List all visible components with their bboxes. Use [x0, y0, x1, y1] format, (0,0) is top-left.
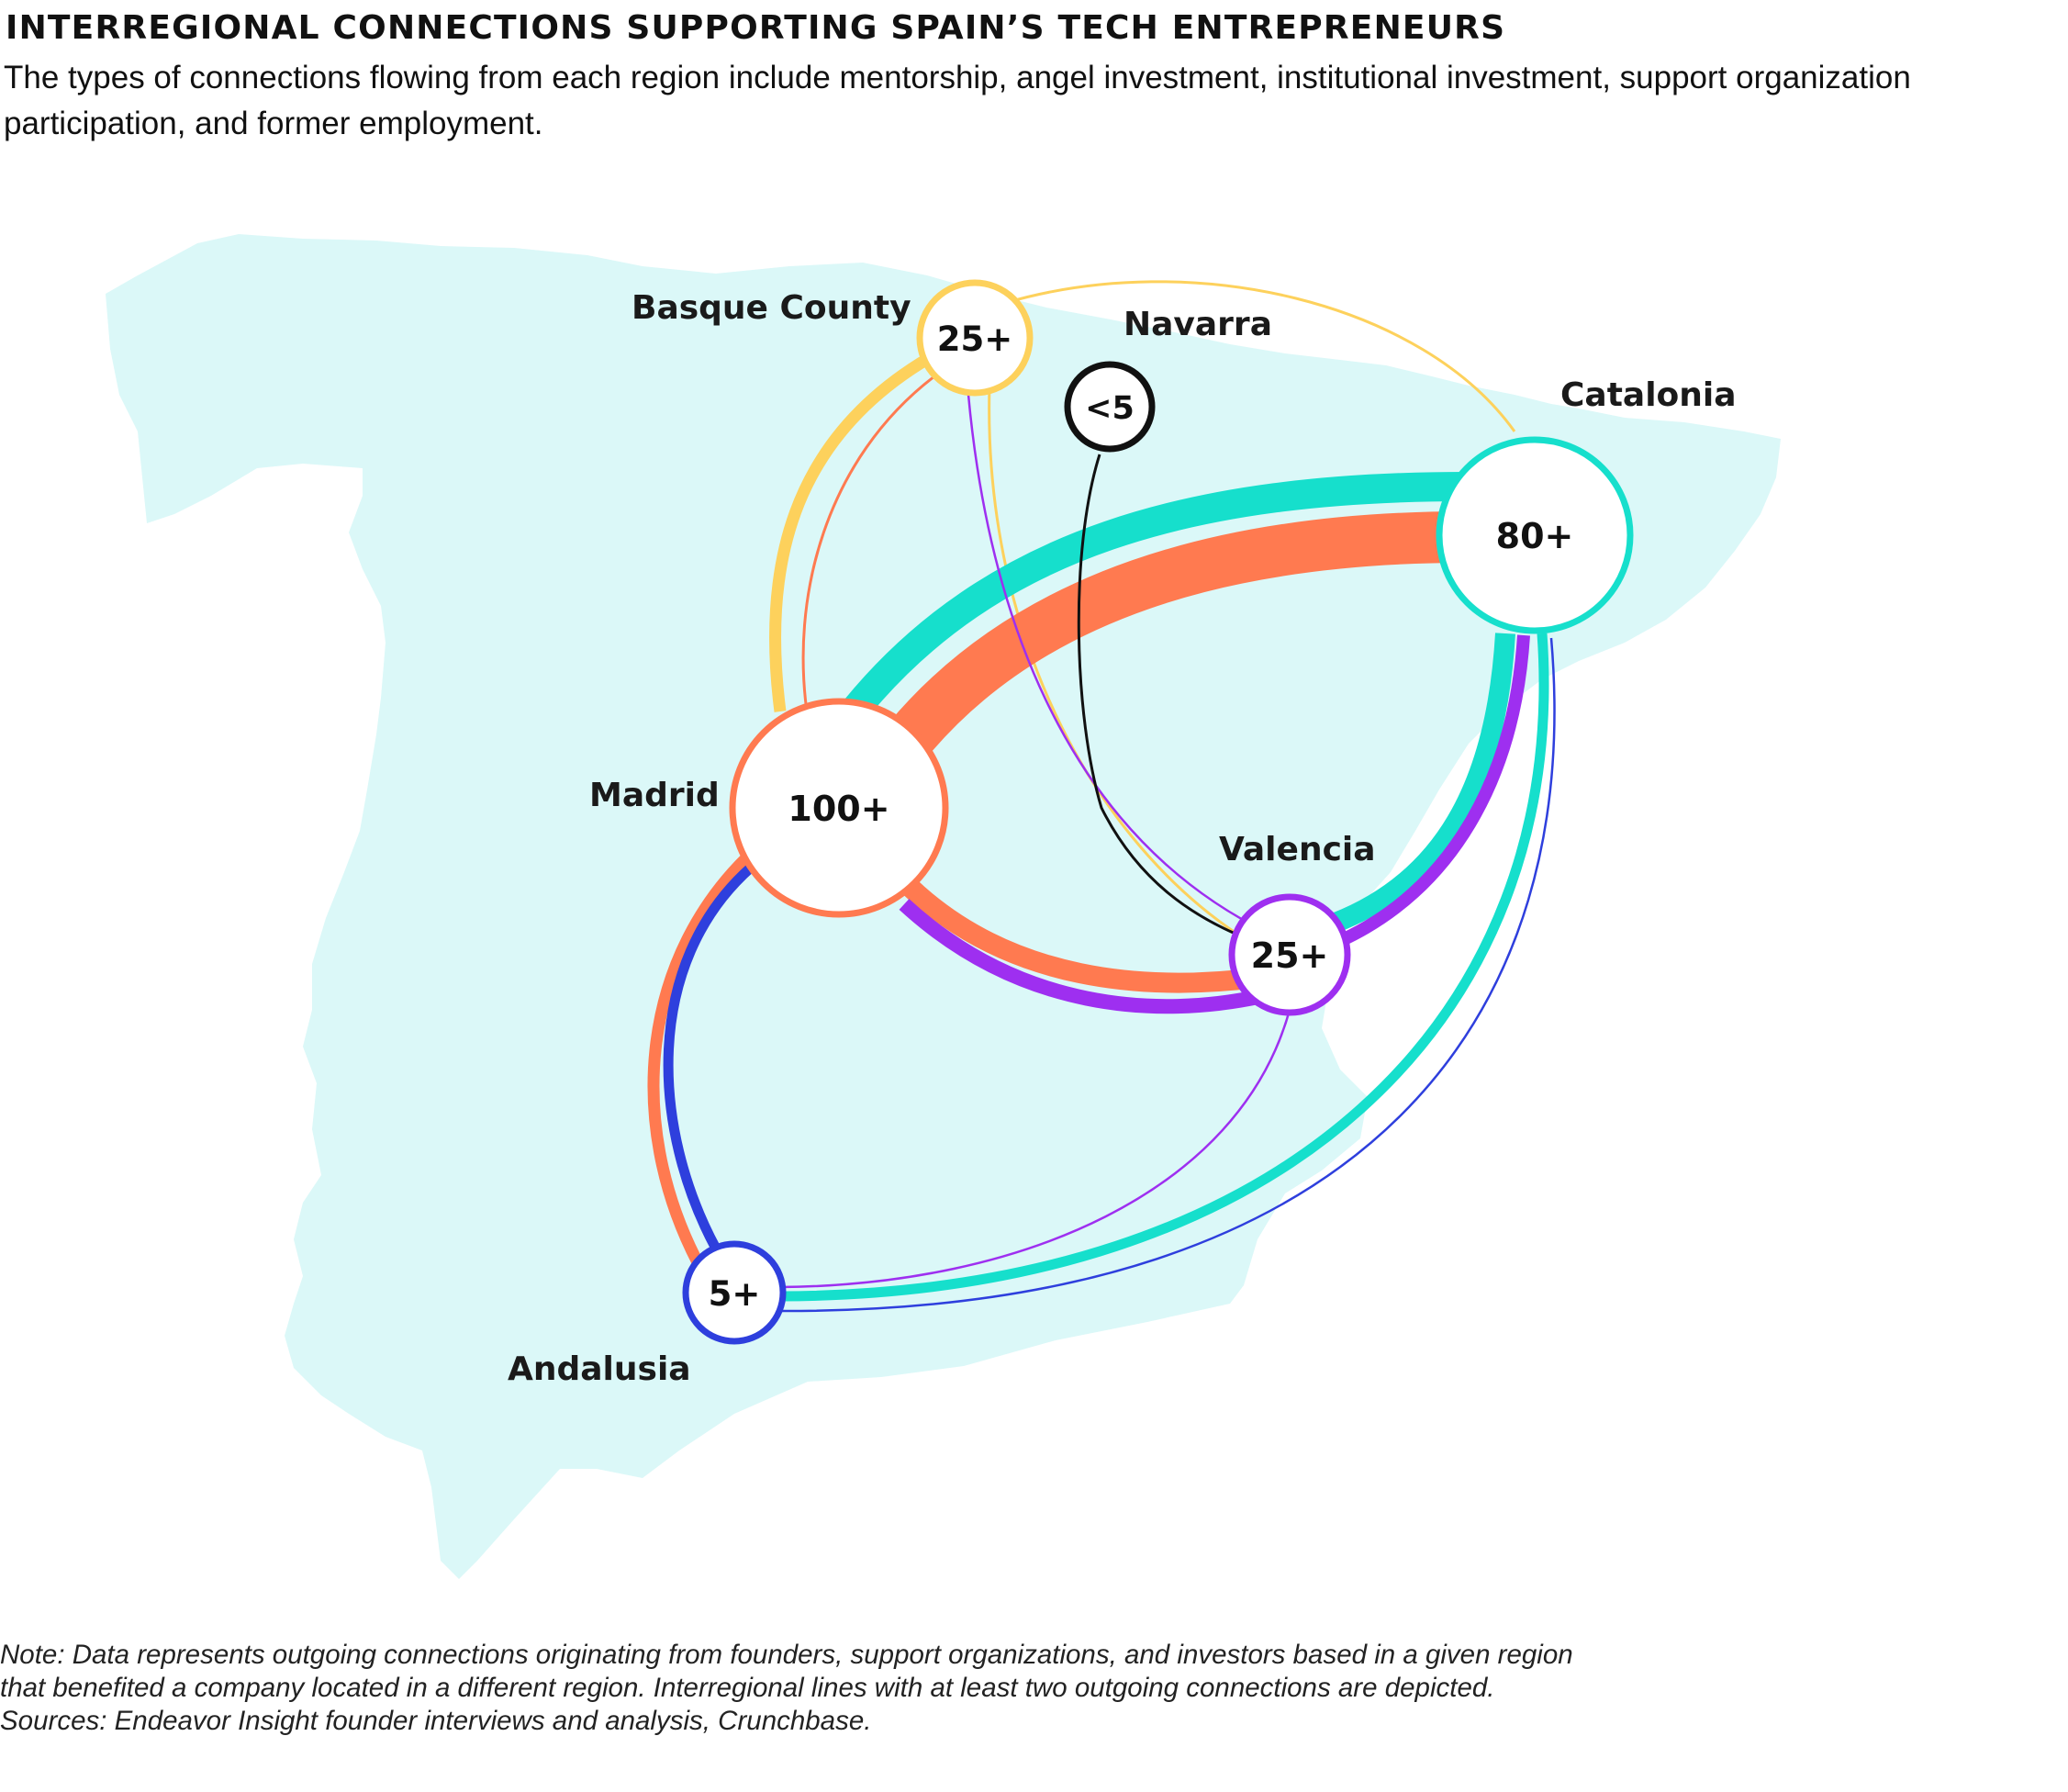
connection-andalusia-madrid	[663, 863, 755, 1251]
label-madrid: Madrid	[589, 777, 720, 814]
connection-valencia-catalonia	[1337, 634, 1530, 947]
connection-catalonia-madrid	[842, 472, 1468, 722]
connection-map: 25+ <5 80+ 100+ 25+ 5+ Basque County Nav…	[106, 234, 1781, 1579]
label-catalonia: Catalonia	[1560, 376, 1737, 414]
bubble-navarra-value: <5	[1085, 390, 1135, 427]
label-navarra: Navarra	[1123, 306, 1272, 343]
note-line-2: that benefited a company located in a di…	[0, 1673, 1495, 1703]
label-valencia: Valencia	[1219, 831, 1376, 868]
connection-valencia-andalusia	[779, 1009, 1291, 1289]
connection-basque-catalonia	[1004, 280, 1516, 432]
connection-madrid-andalusia	[647, 847, 757, 1265]
bubble-valencia-value: 25+	[1251, 935, 1329, 976]
connection-basque-valencia	[988, 385, 1257, 947]
connection-catalonia-andalusia	[779, 633, 1549, 1302]
connection-navarra-valencia	[1077, 454, 1254, 943]
note-line-1: Note: Data represents outgoing connectio…	[0, 1640, 1573, 1670]
chart-title: INTERREGIONAL CONNECTIONS SUPPORTING SPA…	[6, 9, 1506, 47]
connection-madrid-catalonia	[889, 511, 1468, 756]
bubble-andalusia-value: 5+	[709, 1274, 761, 1314]
connection-valencia-basque	[967, 394, 1272, 936]
footnotes: Note: Data represents outgoing connectio…	[0, 1639, 1573, 1738]
sources-line: Sources: Endeavor Insight founder interv…	[0, 1706, 872, 1736]
label-basque: Basque County	[632, 289, 911, 327]
bubble-madrid-value: 100+	[788, 789, 889, 829]
label-andalusia: Andalusia	[508, 1350, 691, 1388]
connection-andalusia-catalonia	[779, 637, 1556, 1313]
bubble-andalusia: 5+	[682, 1240, 787, 1345]
bubble-catalonia-value: 80+	[1496, 516, 1574, 556]
connection-catalonia-valencia	[1331, 633, 1515, 933]
bubble-navarra: <5	[1064, 361, 1156, 453]
bubble-madrid: 100+	[729, 698, 949, 918]
bubble-basque: 25+	[916, 279, 1034, 397]
bubble-basque-value: 25+	[937, 319, 1013, 359]
bubble-catalonia: 80+	[1436, 436, 1634, 634]
connection-madrid-valencia	[901, 879, 1259, 993]
connection-valencia-madrid	[899, 899, 1264, 1014]
connection-madrid-basque	[801, 375, 935, 719]
connection-basque-madrid	[768, 353, 933, 712]
chart-subtitle: The types of connections flowing from ea…	[4, 60, 1911, 141]
bubble-valencia: 25+	[1228, 893, 1351, 1016]
